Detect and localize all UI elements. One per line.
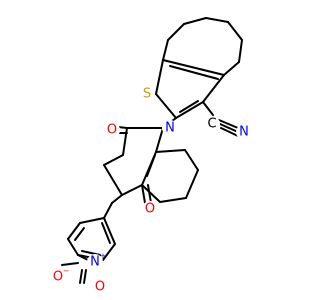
cyclooctane-ring [162,17,243,76]
nitrile-group [202,101,239,137]
ketone-carbonyl [141,184,152,204]
sulfur-label: S [143,87,151,102]
nitrile-carbon-label: C [207,117,216,132]
nitrophenyl-ring [67,194,123,261]
lactam-ring [103,127,164,196]
ketone-oxygen-label: O [145,202,155,217]
lactam-oxygen-label: O [107,123,117,138]
nitrile-nitrogen-label: N [239,125,249,140]
molecule-structure-diagram: S N C N O O N + O O − [50,17,252,295]
nitro-oxygen-top-label: O [53,270,63,285]
nitro-nitrogen-charge: + [100,252,107,261]
atom-labels: S N C N O O N + O O − [50,86,252,295]
ring-nitrogen-label: N [165,121,175,136]
nitro-oxygen-bottom-label: O [95,280,105,295]
nitro-oxygen-charge: − [63,267,70,276]
nitro-nitrogen-label: N [90,255,100,270]
thiophene-ring [155,59,225,119]
lactam-carbonyl [117,126,128,134]
cyclohexanone-ring [141,149,199,203]
